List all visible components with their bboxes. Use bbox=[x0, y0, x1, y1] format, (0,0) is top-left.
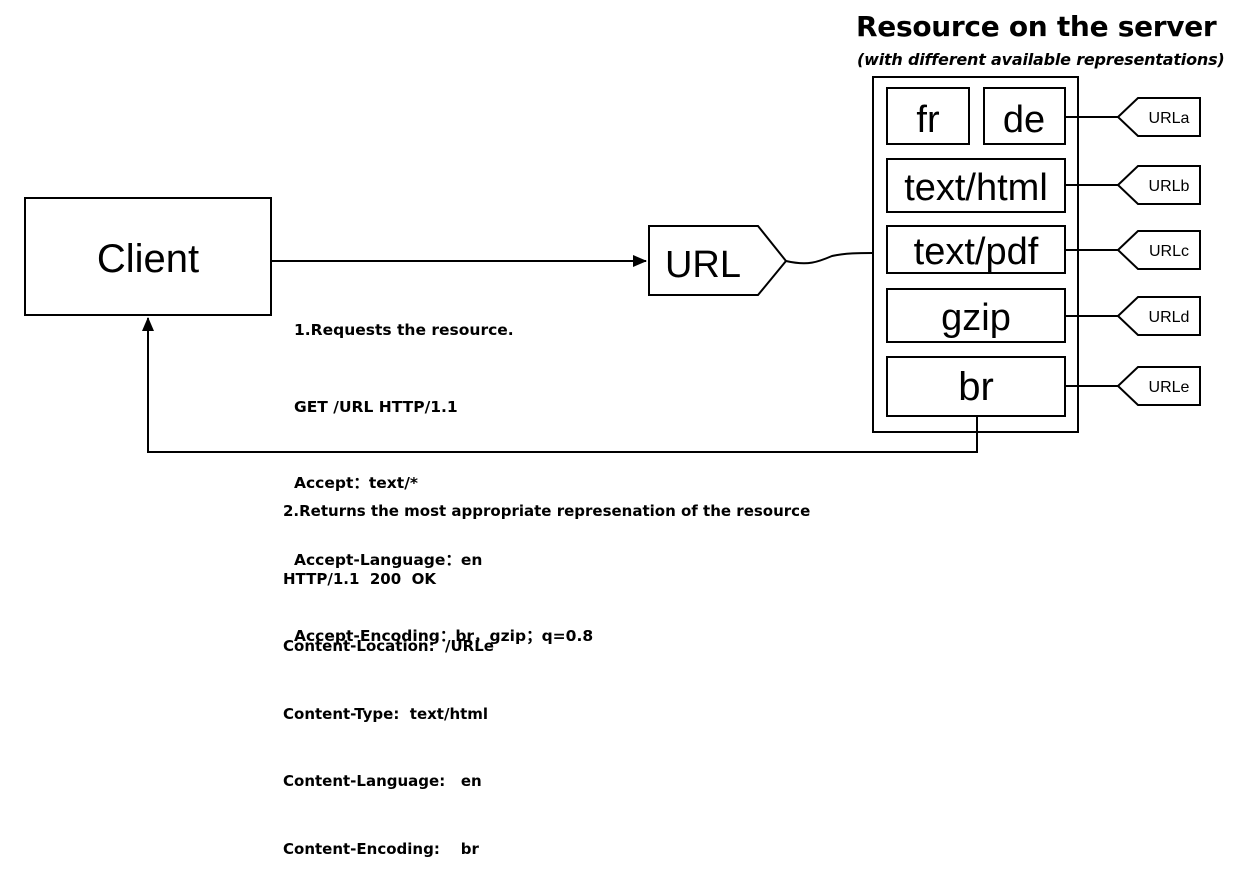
response-line: Content-Language: en bbox=[283, 772, 482, 790]
response-line: Content-Type: text/html bbox=[283, 704, 489, 723]
representation-label-text-pdf: text/pdf bbox=[914, 231, 1039, 273]
representation-box-fr bbox=[886, 87, 970, 145]
url-label: URL bbox=[665, 244, 741, 286]
url-tag-label-urle: URLe bbox=[1149, 379, 1190, 396]
url-tag-label-urld: URLd bbox=[1149, 309, 1190, 326]
url-tag-label-urla: URLa bbox=[1149, 110, 1190, 127]
url-tag-urlb bbox=[1116, 165, 1201, 205]
content-negotiation-diagram: Client URL fr de text/html text/pdf gzip… bbox=[24, 76, 1201, 453]
response-line: 2.Returns the most appropriate represena… bbox=[283, 502, 811, 520]
url-tag-urle bbox=[1116, 366, 1201, 406]
representation-box-gzip bbox=[886, 288, 1066, 343]
representation-label-gzip: gzip bbox=[941, 297, 1011, 339]
representation-box-text-pdf bbox=[886, 225, 1066, 274]
representation-label-text-html: text/html bbox=[904, 167, 1048, 209]
request-line: Accept-Language：en bbox=[294, 550, 483, 569]
url-tag-urla bbox=[1116, 97, 1201, 137]
request-line: 1.Requests the resource. bbox=[294, 321, 514, 339]
representation-label-br: br bbox=[958, 365, 994, 409]
url-tag-urld bbox=[1116, 296, 1201, 336]
representation-label-fr: fr bbox=[916, 99, 940, 141]
url-tag-label-urlb: URLb bbox=[1149, 178, 1190, 195]
url-tag-label-urlc: URLc bbox=[1149, 243, 1189, 260]
url-to-server-connector bbox=[785, 252, 874, 265]
request-line: Accept：text/* bbox=[294, 474, 418, 492]
response-arrow bbox=[142, 317, 978, 453]
representation-label-de: de bbox=[1003, 99, 1045, 141]
response-line: Content-Location: /URLe bbox=[283, 637, 494, 655]
response-line: Content-Encoding: br bbox=[283, 839, 479, 858]
response-message: 2.Returns the most appropriate represena… bbox=[283, 455, 810, 883]
request-line: GET /URL HTTP/1.1 bbox=[294, 397, 458, 416]
response-line: HTTP/1.1 200 OK bbox=[283, 569, 436, 588]
url-tag-urlc bbox=[1116, 230, 1201, 270]
diagram-subtitle: (with different available representation… bbox=[857, 50, 1225, 69]
representation-box-text-html bbox=[886, 158, 1066, 213]
url-shape bbox=[648, 225, 788, 296]
client-box bbox=[24, 197, 272, 316]
diagram-title: Resource on the server bbox=[856, 10, 1217, 43]
client-label: Client bbox=[97, 237, 199, 281]
